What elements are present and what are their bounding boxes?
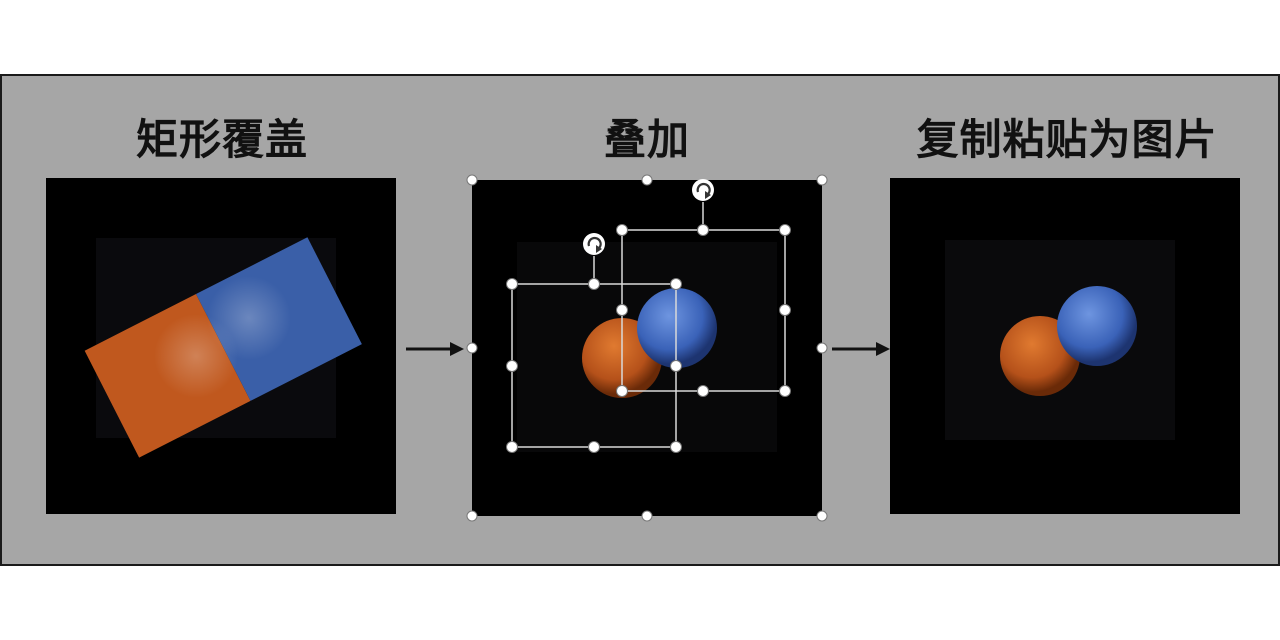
- box1-handles[interactable]: [506, 278, 682, 453]
- rectangle-overlay-panel: [46, 178, 396, 514]
- overlay-panel: [466, 174, 828, 522]
- blue-cell: [1057, 286, 1137, 366]
- blue-cell: [637, 288, 717, 368]
- box2-handles[interactable]: [616, 224, 791, 397]
- blue-cell-shadow: [207, 276, 291, 360]
- step2-title: 叠加: [603, 115, 690, 164]
- pasted-picture-panel: [890, 178, 1240, 514]
- right-arrow-icon: [406, 342, 464, 356]
- step3-title: 复制粘贴为图片: [916, 115, 1218, 164]
- panel-handles[interactable]: [466, 174, 828, 522]
- right-arrow-icon: [832, 342, 890, 356]
- diagram-frame: 矩形覆盖 叠加 复制粘贴为图片: [0, 74, 1280, 566]
- step1-title: 矩形覆盖: [135, 115, 308, 164]
- rotate-icon[interactable]: [692, 179, 714, 201]
- rotate-icon[interactable]: [583, 233, 605, 255]
